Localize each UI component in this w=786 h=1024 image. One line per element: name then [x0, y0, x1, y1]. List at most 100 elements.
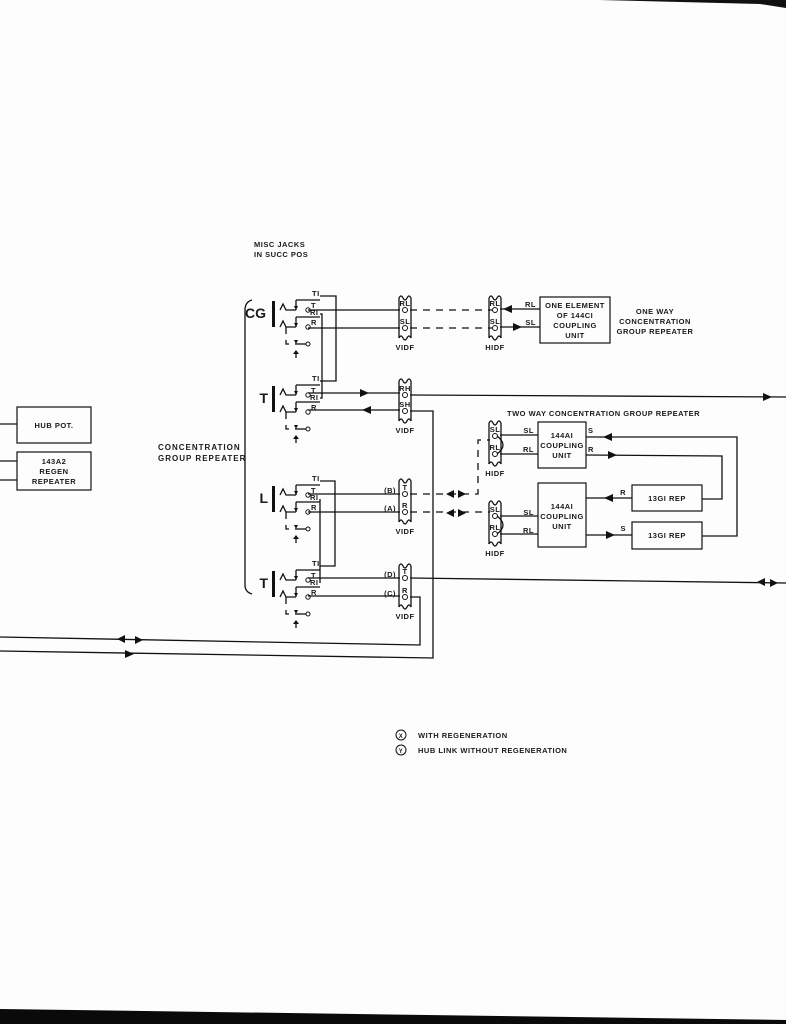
hub-pot-box	[16, 406, 92, 444]
frame-terminal	[402, 509, 408, 515]
contact-arrow-icon	[294, 508, 298, 512]
one-element-box	[539, 296, 611, 344]
frame-top-edge	[398, 378, 412, 384]
l-r-dbl-arrow-right	[458, 509, 466, 517]
cu-lower-label-1: 144AI	[551, 502, 574, 511]
cu-upper-r: R	[588, 445, 594, 454]
t1-rh-outgoing	[409, 394, 786, 398]
frame-term-label: R	[402, 501, 408, 510]
frame-term-label: SL	[490, 317, 501, 326]
frame-name: VIDF	[395, 343, 414, 352]
frame-name: VIDF	[395, 426, 414, 435]
contact-label: T	[311, 571, 316, 580]
t2-dbl-arrow-left	[757, 578, 765, 586]
frame-top-edge	[398, 295, 412, 301]
one-element-label-2: OF 144CI	[557, 311, 594, 320]
frame-strap	[496, 515, 504, 535]
frame-lead-label: (C)	[384, 589, 396, 598]
contact-label: R	[311, 503, 317, 512]
regen-repeater-box	[16, 451, 92, 491]
ground-arrow-icon	[293, 620, 299, 624]
sleeve-dashed	[285, 512, 296, 530]
sleeve-arrow-icon	[294, 610, 298, 614]
rl-arrow	[503, 305, 512, 313]
s-feedback-arrow	[603, 433, 612, 441]
contact-arrow-icon	[294, 491, 298, 495]
frame-bottom-edge	[398, 604, 412, 610]
scan-edge-top	[600, 0, 786, 8]
frame-term-label: RL	[490, 443, 501, 452]
rep-upper-out-arrow	[604, 494, 613, 502]
misc-jacks-title-1: MISC JACKS	[254, 240, 305, 249]
frame-term-label: T	[402, 567, 407, 576]
regen-label-1: 143A2	[42, 457, 67, 466]
cu-upper-label-1: 144AI	[551, 431, 574, 440]
contact-arrow-icon	[294, 576, 298, 580]
spring-icon	[279, 504, 296, 513]
one-way-label-2: CONCENTRATION	[619, 317, 691, 326]
frame-bottom-edge	[398, 335, 412, 341]
contact-label: RI	[310, 308, 319, 317]
cu-lower-rl: RL	[523, 526, 534, 535]
contact-label: RI	[310, 578, 319, 587]
ground-arrow-icon	[293, 435, 299, 439]
sleeve-dashed	[285, 597, 296, 615]
ground-arrow-icon	[293, 535, 299, 539]
frame-vidf_4: T(D)R(C)VIDF	[384, 563, 414, 621]
cu-upper-label-3: UNIT	[552, 451, 572, 460]
frame-strap	[496, 435, 504, 455]
cg-ti-loop	[320, 295, 337, 382]
t1-rh-out-arrow	[763, 393, 772, 401]
bottom-dbl-arrow-left	[117, 635, 125, 643]
misc-jacks-title-2: IN SUCC POS	[254, 250, 308, 259]
l-t-to-hidf2	[476, 439, 490, 495]
frame-term-label: SL	[490, 425, 501, 434]
cu-lower-sl: SL	[523, 508, 534, 517]
frame-terminal	[402, 307, 408, 313]
sl-arrow	[513, 323, 522, 331]
contact-label: TI	[312, 559, 320, 568]
regen-label-2: REGEN	[39, 467, 68, 476]
sleeve-arrow-icon	[294, 340, 298, 344]
jack-sleeve-icon	[272, 386, 275, 412]
sh-return-wire	[0, 410, 434, 659]
frame-name: HIDF	[485, 343, 505, 352]
t1-t-arrow	[360, 389, 369, 397]
cu-upper-rl: RL	[523, 445, 534, 454]
jack-label: CG	[245, 305, 266, 321]
rep-lower-in-arrow	[606, 531, 615, 539]
t2-dbl-arrow-right	[770, 579, 778, 587]
t2-d-outgoing	[409, 577, 786, 584]
jack-sleeve-icon	[272, 301, 275, 327]
jack-label: T	[259, 575, 268, 591]
frame-term-label: RL	[400, 299, 411, 308]
frame-bottom-edge	[488, 461, 502, 467]
contact-arrow-icon	[294, 323, 298, 327]
sleeve-dashed	[285, 327, 296, 345]
jack-sleeve-icon	[272, 571, 275, 597]
rep-lower-label: 13GI REP	[648, 531, 686, 540]
frame-bottom-edge	[488, 541, 502, 547]
frame-terminal	[492, 433, 498, 439]
frame-lead-label: (A)	[384, 504, 396, 513]
rep-13gi-upper	[631, 484, 703, 512]
contact-label: TI	[312, 374, 320, 383]
frame-top-edge	[398, 478, 412, 484]
cu-lower-label-2: COUPLING	[540, 512, 584, 521]
legend-x-symbol: X	[399, 734, 404, 740]
t2-c-return	[0, 596, 421, 646]
frame-terminal	[402, 575, 408, 581]
cgr-label-2: GROUP REPEATER	[158, 454, 246, 463]
frame-name: HIDF	[485, 549, 505, 558]
cu-lower-label-3: UNIT	[552, 522, 572, 531]
contact-label: R	[311, 588, 317, 597]
ground-arrow-icon	[293, 350, 299, 354]
sleeve-dashed	[285, 412, 296, 430]
frame-lead-label: (B)	[384, 486, 396, 495]
contact-label: RI	[310, 393, 319, 402]
